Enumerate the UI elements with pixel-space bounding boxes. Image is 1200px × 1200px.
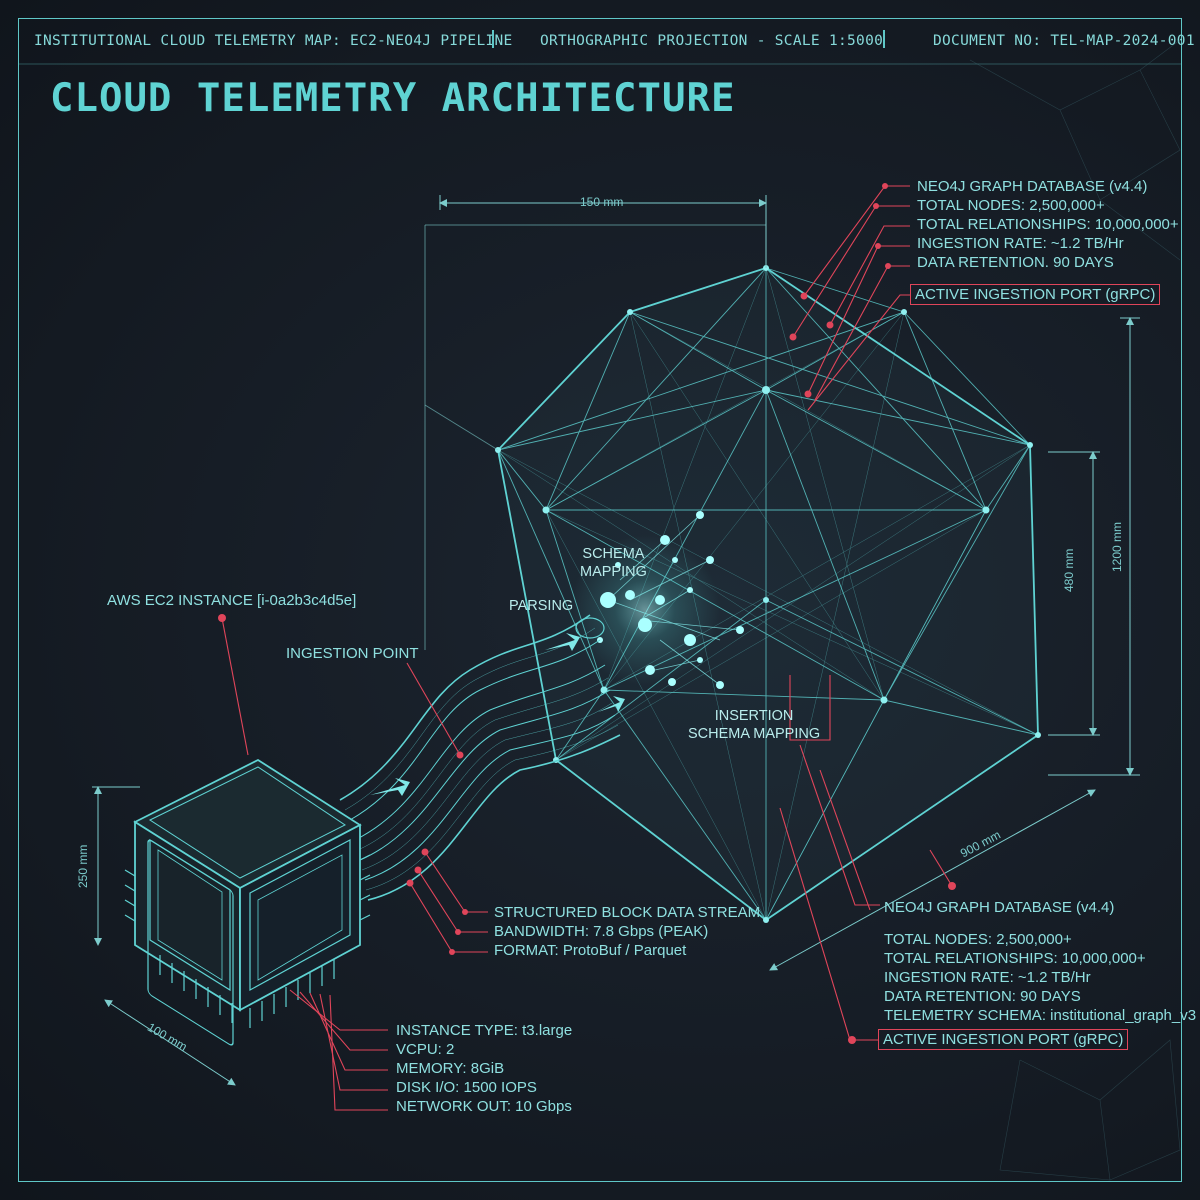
neo4j-spec: INGESTION RATE: ~1.2 TB/Hr <box>917 235 1124 252</box>
header-center: ORTHOGRAPHIC PROJECTION - SCALE 1:5000 <box>540 33 884 49</box>
ingestion-node-cluster <box>570 511 744 689</box>
ec2-spec: DISK I/O: 1500 IOPS <box>396 1079 537 1096</box>
neo4j-bottom-title: NEO4J GRAPH DATABASE (v4.4) <box>884 899 1115 916</box>
ec2-instance-cube <box>124 758 371 1046</box>
header-left: INSTITUTIONAL CLOUD TELEMETRY MAP: EC2-N… <box>34 33 513 49</box>
neo4j-spec: DATA RETENTION. 90 DAYS <box>917 254 1114 271</box>
polyhedron-vertices <box>495 265 1041 923</box>
dim-outer-height-label: 1200 mm <box>1110 521 1124 572</box>
neo4j-spec: TOTAL NODES: 2,500,000+ <box>884 931 1072 948</box>
callout-dots <box>218 183 956 1044</box>
neo4j-top-spec-list: NEO4J GRAPH DATABASE (v4.4) TOTAL NODES:… <box>917 177 1179 272</box>
active-ingestion-port-badge: ACTIVE INGESTION PORT (gRPC) <box>910 284 1161 305</box>
ec2-spec: NETWORK OUT: 10 Gbps <box>396 1098 572 1115</box>
dim-inner-height-label: 480 mm <box>1062 548 1076 592</box>
neo4j-spec: TOTAL NODES: 2,500,000+ <box>917 197 1105 214</box>
page-title: CLOUD TELEMETRY ARCHITECTURE <box>50 76 736 121</box>
neo4j-spec: TELEMETRY SCHEMA: institutional_graph_v3 <box>884 1007 1197 1024</box>
parsing-label: PARSING <box>509 598 574 614</box>
drawing-frame <box>18 18 1182 1182</box>
active-ingestion-port-badge: ACTIVE INGESTION PORT (gRPC) <box>878 1029 1129 1050</box>
ec2-spec: MEMORY: 8GiB <box>396 1060 505 1077</box>
neo4j-spec: NEO4J GRAPH DATABASE (v4.4) <box>917 178 1148 195</box>
ingestion-point-label: INGESTION POINT <box>286 645 419 662</box>
dim-ec2-height-label: 250 mm <box>76 844 90 888</box>
ec2-spec-list: INSTANCE TYPE: t3.large VCPU: 2 MEMORY: … <box>396 1021 572 1116</box>
background-mesh <box>969 39 1181 1181</box>
stream-spec: FORMAT: ProtoBuf / Parquet <box>494 942 687 959</box>
neo4j-spec: TOTAL RELATIONSHIPS: 10,000,000+ <box>917 216 1179 233</box>
dimension-lines <box>92 195 1140 1086</box>
header-right: DOCUMENT NO: TEL-MAP-2024-001 <box>933 33 1195 49</box>
header-divider <box>492 30 494 48</box>
stream-spec: STRUCTURED BLOCK DATA STREAM <box>494 904 761 921</box>
neo4j-bottom-spec-list: TOTAL NODES: 2,500,000+ TOTAL RELATIONSH… <box>884 930 1196 1025</box>
ec2-spec: INSTANCE TYPE: t3.large <box>396 1022 573 1039</box>
neo4j-spec: DATA RETENTION: 90 DAYS <box>884 988 1081 1005</box>
stream-spec: BANDWIDTH: 7.8 Gbps (PEAK) <box>494 923 709 940</box>
dim-width-label: 150 mm <box>580 195 624 209</box>
ec2-instance-label: AWS EC2 INSTANCE [i-0a2b3c4d5e] <box>107 592 357 609</box>
header-rule <box>18 63 1182 65</box>
neo4j-spec: INGESTION RATE: ~1.2 TB/Hr <box>884 969 1091 986</box>
data-stream-cable <box>339 614 621 901</box>
neo4j-spec: TOTAL RELATIONSHIPS: 10,000,000+ <box>884 950 1146 967</box>
header-divider <box>883 30 885 48</box>
stream-spec-list: STRUCTURED BLOCK DATA STREAM BANDWIDTH: … <box>494 903 760 960</box>
stream-direction-arrows <box>370 633 625 796</box>
ec2-spec: VCPU: 2 <box>396 1041 455 1058</box>
